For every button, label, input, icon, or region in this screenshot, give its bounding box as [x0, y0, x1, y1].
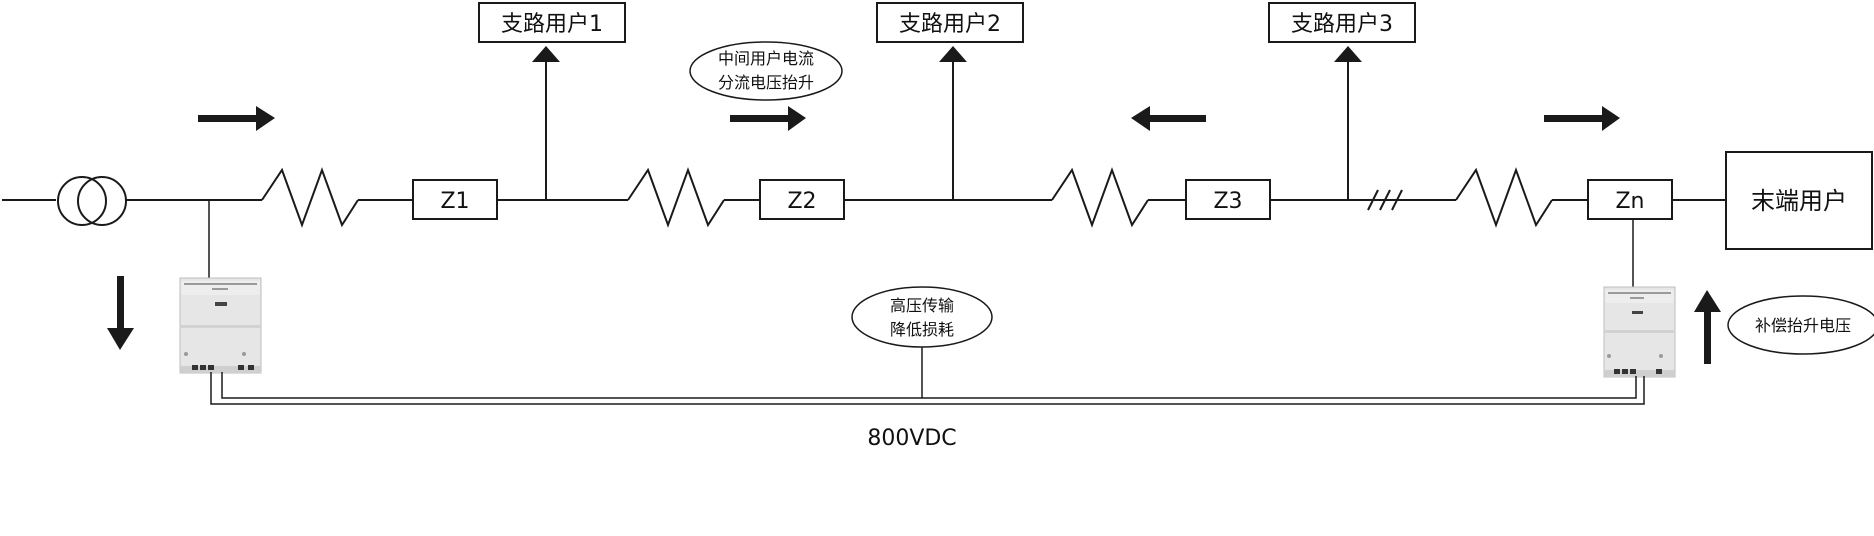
branch-user-1-box	[478, 2, 626, 43]
callout-high-voltage-line1: 高压传输	[890, 296, 954, 315]
callout-compensation-text: 补偿抬升电压	[1755, 316, 1851, 335]
end-user-label: 末端用户	[1751, 187, 1847, 215]
branch-arrowhead-3	[1334, 46, 1362, 62]
flow-arrow-left	[1131, 106, 1206, 131]
transformer-symbol	[57, 176, 127, 226]
resistor-1	[261, 167, 359, 228]
left-regulator-device	[179, 277, 262, 374]
impedance-z1-box	[412, 179, 498, 220]
impedance-zn-label: Zn	[1615, 189, 1644, 214]
branch-user-1-label: 支路用户1	[501, 12, 603, 37]
resistor-3	[1051, 167, 1149, 228]
dc-link-cable	[210, 347, 1645, 405]
branch-user-2-box	[876, 2, 1024, 43]
resistor-2	[627, 167, 725, 228]
callout-high-voltage: 高压传输 降低损耗	[851, 286, 993, 348]
callout-middle-user-line2: 分流电压抬升	[718, 73, 814, 92]
impedance-z1-label: Z1	[440, 189, 469, 214]
right-regulator-device	[1603, 286, 1676, 378]
branch-arrowhead-1	[532, 46, 560, 62]
impedance-z3-box	[1185, 179, 1271, 220]
branch-user-3-label: 支路用户3	[1291, 12, 1393, 37]
continuation-marks	[1367, 189, 1403, 211]
callout-compensation: 补偿抬升电压	[1727, 295, 1874, 355]
end-user-box	[1725, 151, 1873, 250]
callout-high-voltage-line2: 降低损耗	[890, 320, 954, 339]
flow-arrow-right-2	[730, 106, 806, 131]
branch-user-2-label: 支路用户2	[899, 12, 1001, 37]
flow-arrow-down	[107, 276, 134, 350]
resistor-n	[1455, 167, 1553, 228]
branch-arrowhead-2	[939, 46, 967, 62]
dc-bus-label: 800VDC	[867, 426, 956, 451]
impedance-zn-box	[1587, 179, 1673, 220]
callout-middle-user-line1: 中间用户电流	[718, 49, 814, 68]
impedance-z2-label: Z2	[787, 189, 816, 214]
branch-user-3-box	[1268, 2, 1416, 43]
flow-arrow-up	[1694, 290, 1721, 364]
flow-arrow-right-3	[1544, 106, 1620, 131]
impedance-z3-label: Z3	[1213, 189, 1242, 214]
callout-middle-user: 中间用户电流 分流电压抬升	[689, 41, 843, 101]
flow-arrow-right-1	[198, 106, 275, 131]
